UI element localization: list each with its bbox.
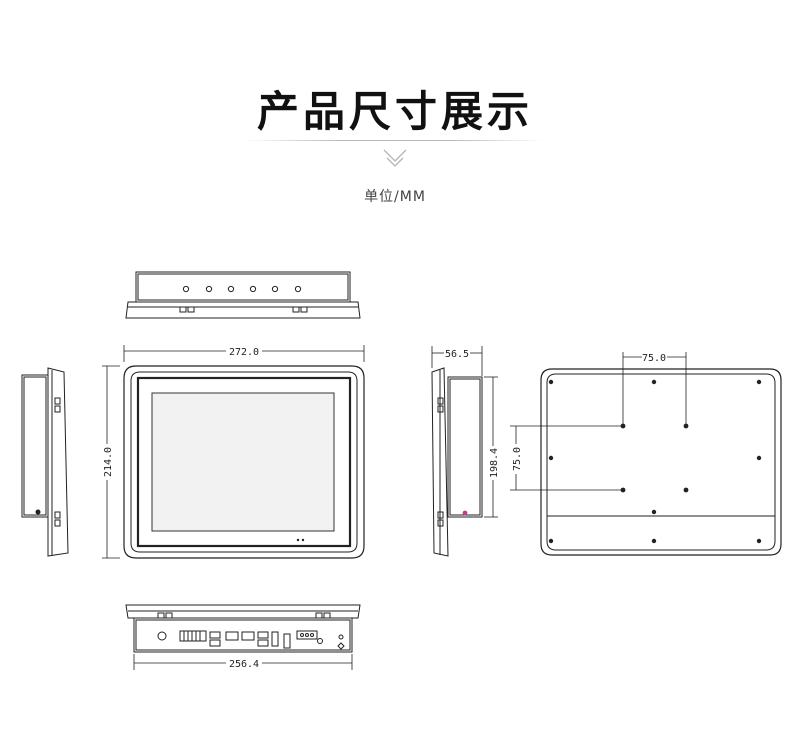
unit-label: 单位/MM (364, 189, 426, 205)
bottom-view (125, 604, 361, 670)
front-view: 272.0 214.0 (102, 345, 365, 559)
rear-view (510, 352, 782, 556)
page-title: 产品尺寸展示 (256, 87, 533, 136)
left-side-view (21, 367, 69, 557)
bottom-width-label: 256.4 (229, 659, 259, 670)
vesa-vertical-label: 75.0 (512, 447, 523, 471)
title-divider (245, 140, 545, 141)
front-height-label: 214.0 (103, 447, 114, 477)
side-height-label: 198.4 (489, 448, 500, 478)
front-width-label: 272.0 (229, 347, 259, 358)
top-view (125, 271, 361, 319)
screen-area (151, 392, 335, 532)
right-side-view (431, 346, 498, 557)
vesa-horizontal-label: 75.0 (642, 353, 666, 364)
chevron-down-icon (383, 149, 407, 167)
depth-label: 56.5 (445, 349, 469, 360)
